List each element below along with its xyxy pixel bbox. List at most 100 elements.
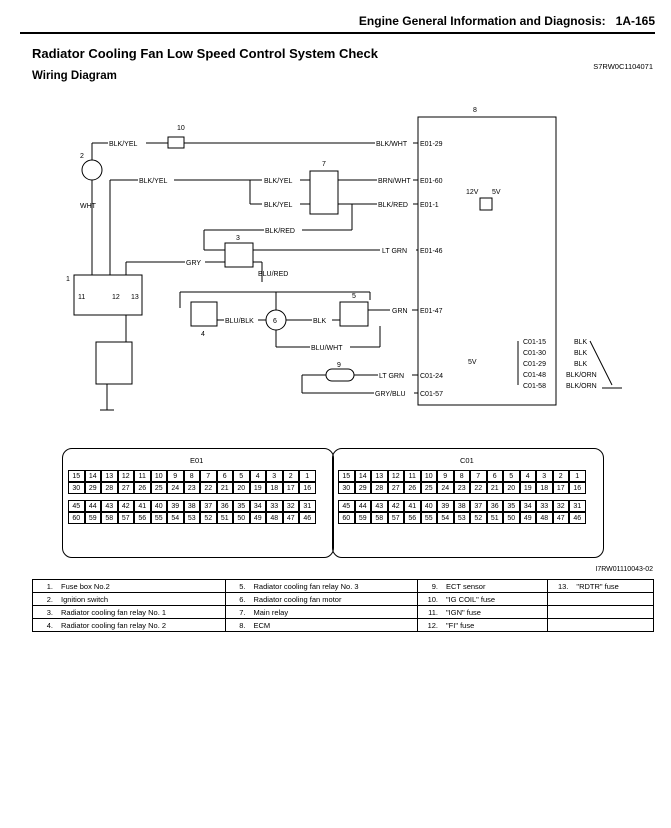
wire-blk-g3: BLK (574, 361, 588, 368)
connector-pin: 42 (387, 500, 404, 512)
connector-pin: 3 (536, 470, 553, 482)
legend-cell: 5.Radiator cooling fan relay No. 3 (224, 579, 418, 593)
legend-cell: 10. "IG COIL" fuse (416, 592, 549, 606)
header-page-number: 1A-165 (615, 14, 655, 28)
connector-pin: 48 (536, 512, 553, 524)
terminal-e01-1: E01-1 (420, 202, 439, 209)
connector-pin: 5 (503, 470, 520, 482)
connector-pin: 11 (404, 470, 421, 482)
header-section: Engine General Information and Diagnosis… (358, 14, 606, 28)
connector-pin: 25 (420, 482, 437, 494)
fuse-13 (95, 341, 133, 385)
connector-pin: 18 (536, 482, 553, 494)
wire-blk-g1: BLK (574, 339, 588, 346)
connector-pin: 7 (470, 470, 487, 482)
fuse-10 (167, 136, 185, 149)
connector-pin: 47 (552, 512, 569, 524)
connector-pin: 42 (117, 500, 134, 512)
legend-label: "RDTR" fuse (576, 581, 619, 591)
connector-pin: 26 (134, 482, 151, 494)
terminal-c01-30: C01-30 (523, 350, 546, 357)
legend-cell: 11. "IGN" fuse (416, 605, 549, 619)
connector-pin: 15 (338, 470, 355, 482)
connector-pin: 59 (84, 512, 101, 524)
connector-pin: 9 (167, 470, 184, 482)
wire-blk-orn-1: BLK/ORN (566, 372, 597, 379)
voltage-5v-ect: 5V (468, 359, 477, 366)
connector-pin: 27 (387, 482, 404, 494)
legend-cell: 3.Radiator cooling fan relay No. 1 (32, 605, 226, 619)
connector-pin: 44 (354, 500, 371, 512)
legend-number: 11. (428, 607, 438, 617)
wire-blk-orn-2: BLK/ORN (566, 383, 597, 390)
connector-pin: 6 (216, 470, 233, 482)
connector-pin: 60 (338, 512, 355, 524)
wire-lt-grn-relay: LT GRN (382, 248, 407, 255)
connector-pin: 59 (354, 512, 371, 524)
label-2: 2 (80, 153, 84, 160)
connector-pin: 37 (470, 500, 487, 512)
connector-pin: 20 (503, 482, 520, 494)
connector-pin: 43 (101, 500, 118, 512)
legend-label: "IGN" fuse (446, 607, 481, 617)
connector-pin: 39 (167, 500, 184, 512)
connector-pin: 10 (150, 470, 167, 482)
connector-pin: 50 (233, 512, 250, 524)
wire-blk-g2: BLK (574, 350, 588, 357)
connector-pin: 44 (84, 500, 101, 512)
legend-cell: 2.Ignition switch (32, 592, 226, 606)
connector-pin: 16 (569, 482, 586, 494)
connector-pin: 3 (266, 470, 283, 482)
connector-pin: 23 (183, 482, 200, 494)
label-6: 6 (273, 318, 277, 325)
main-relay (309, 170, 339, 215)
wire-blu-wht: BLU/WHT (311, 345, 343, 352)
wire-blu-blk: BLU/BLK (225, 318, 254, 325)
connector-pin: 37 (200, 500, 217, 512)
legend-number: 7. (239, 607, 246, 617)
ecm-regulator (479, 197, 493, 211)
label-5: 5 (352, 293, 356, 300)
label-8: 8 (473, 107, 477, 114)
connector-pin: 54 (167, 512, 184, 524)
connector-pin: 46 (299, 512, 316, 524)
page-header: Engine General Information and Diagnosis… (20, 14, 655, 34)
connector-pin: 60 (68, 512, 85, 524)
connector-pin: 55 (420, 512, 437, 524)
legend-number: 10. (427, 594, 438, 604)
terminal-c01-58: C01-58 (523, 383, 546, 390)
connector-pin: 39 (437, 500, 454, 512)
legend-label: "IG COIL" fuse (446, 594, 496, 604)
connector-pin: 1 (299, 470, 316, 482)
legend-cell: 1.Fuse box No.2 (32, 579, 226, 593)
connector-pin: 38 (183, 500, 200, 512)
legend-number: 5. (239, 581, 246, 591)
connector-pin: 49 (249, 512, 266, 524)
connector-pin: 28 (371, 482, 388, 494)
wire-wht: WHT (80, 203, 97, 210)
figure-code: I7RW01110043-02 (595, 566, 653, 573)
label-11: 11 (78, 294, 85, 301)
legend-cell (547, 592, 654, 606)
wire-brn-wht: BRN/WHT (378, 178, 411, 185)
legend-number: 13. (557, 581, 569, 591)
legend-cell: 4.Radiator cooling fan relay No. 2 (32, 618, 226, 632)
legend-label: ECT sensor (446, 581, 486, 591)
connector-pin: 17 (552, 482, 569, 494)
legend-number: 1. (46, 581, 53, 591)
legend-number: 9. (431, 581, 438, 591)
connector-pin: 12 (117, 470, 134, 482)
connector-pin: 45 (338, 500, 355, 512)
ecm-box (417, 116, 557, 406)
terminal-e01-47: E01-47 (420, 308, 443, 315)
connector-pin: 12 (387, 470, 404, 482)
legend-number: 3. (46, 607, 53, 617)
connector-pin: 14 (354, 470, 371, 482)
legend-number: 8. (239, 620, 246, 630)
connector-pin: 11 (134, 470, 151, 482)
connector-pin: 35 (503, 500, 520, 512)
connector-pin: 28 (101, 482, 118, 494)
